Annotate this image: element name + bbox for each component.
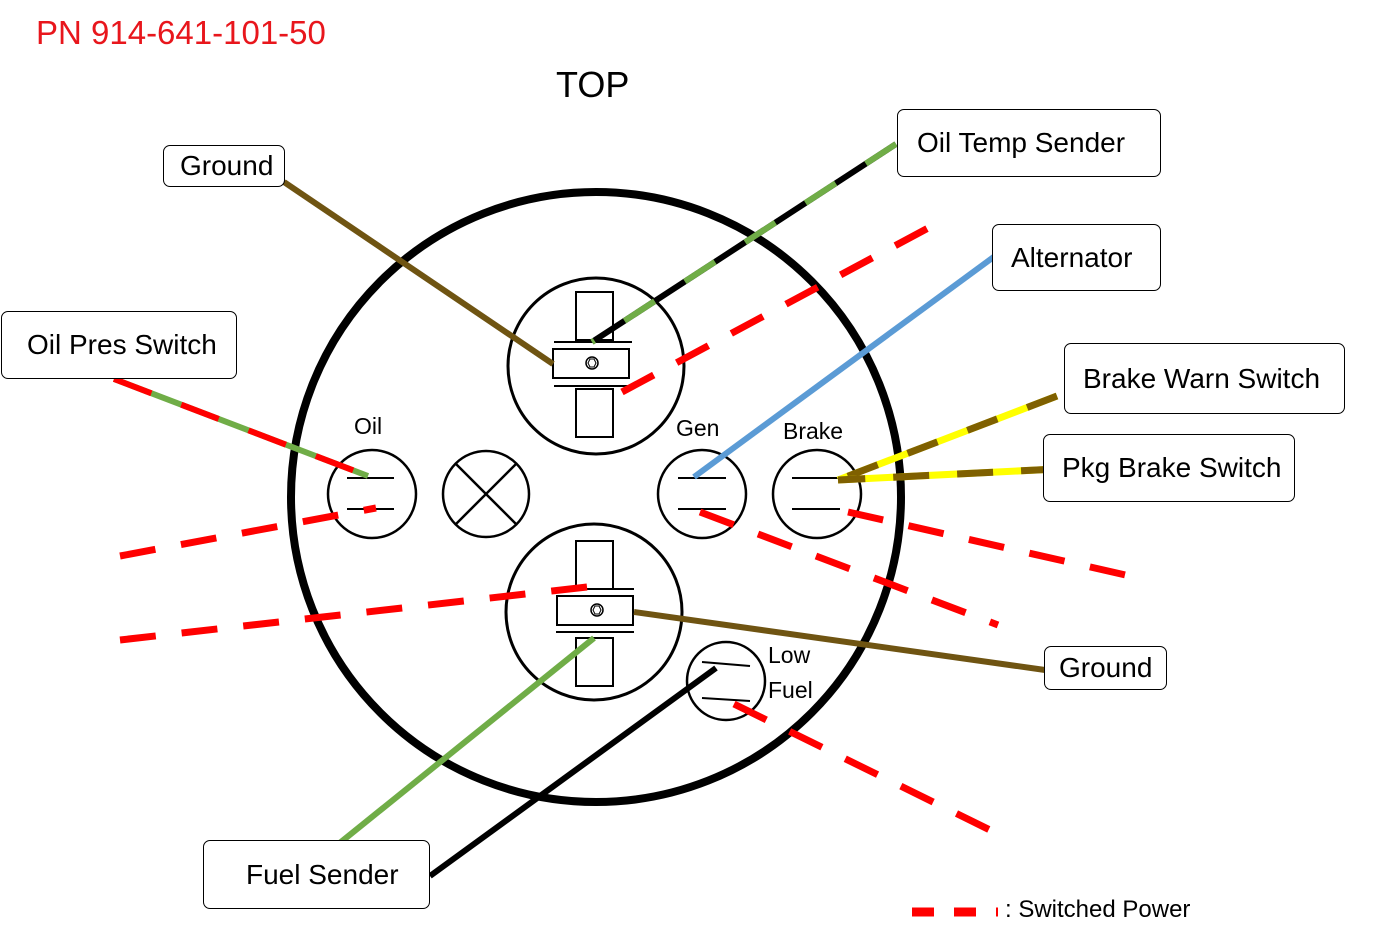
fuel-sender-wire-black [428,665,718,879]
gauge-housing [287,188,905,806]
top-gauge-connector [506,276,686,456]
ground-wire-bottom [633,609,1046,673]
orientation-label: TOP [556,64,630,105]
low-fuel-indicator-socket [685,640,767,722]
callout-ground-bottom: Ground [1044,646,1167,690]
part-number: PN 914-641-101-50 [36,14,326,51]
brake-indicator-label: Brake [783,418,844,444]
callout-oil-pres-switch: Oil Pres Switch [1,311,237,379]
callout-brake-warn-switch: Brake Warn Switch [1064,343,1345,414]
brake-indicator-socket [771,448,863,540]
ground-wire-top [282,179,555,367]
bottom-gauge-connector [504,522,684,702]
switched-power-low-fuel [732,700,996,836]
callout-oil-temp-sender: Oil Temp Sender [897,109,1161,177]
pkg-brake-switch-wire [837,465,1058,484]
oil-indicator-label: Oil [354,413,383,439]
legend-switched-power-label: : Switched Power [1005,896,1191,923]
callout-pkg-brake-switch: Pkg Brake Switch [1043,434,1295,502]
switched-power-fuel-gauge [119,582,597,644]
switched-power-oil [119,504,377,560]
switched-power-lines [119,223,1131,836]
switched-power-brake [847,508,1131,580]
callout-fuel-sender: Fuel Sender [203,840,430,909]
low-fuel-label-line1: Low [768,642,811,668]
callout-ground-top: Ground [163,145,285,187]
gen-indicator-label: Gen [676,415,720,441]
panel-lamp-socket [441,449,531,539]
switched-power-gen [698,508,1000,629]
gen-indicator-socket [656,448,748,540]
callout-alternator: Alternator [992,224,1161,291]
alternator-wire [692,253,997,480]
fuel-sender-wire-green [334,635,596,849]
low-fuel-label-line2: Fuel [768,677,813,703]
